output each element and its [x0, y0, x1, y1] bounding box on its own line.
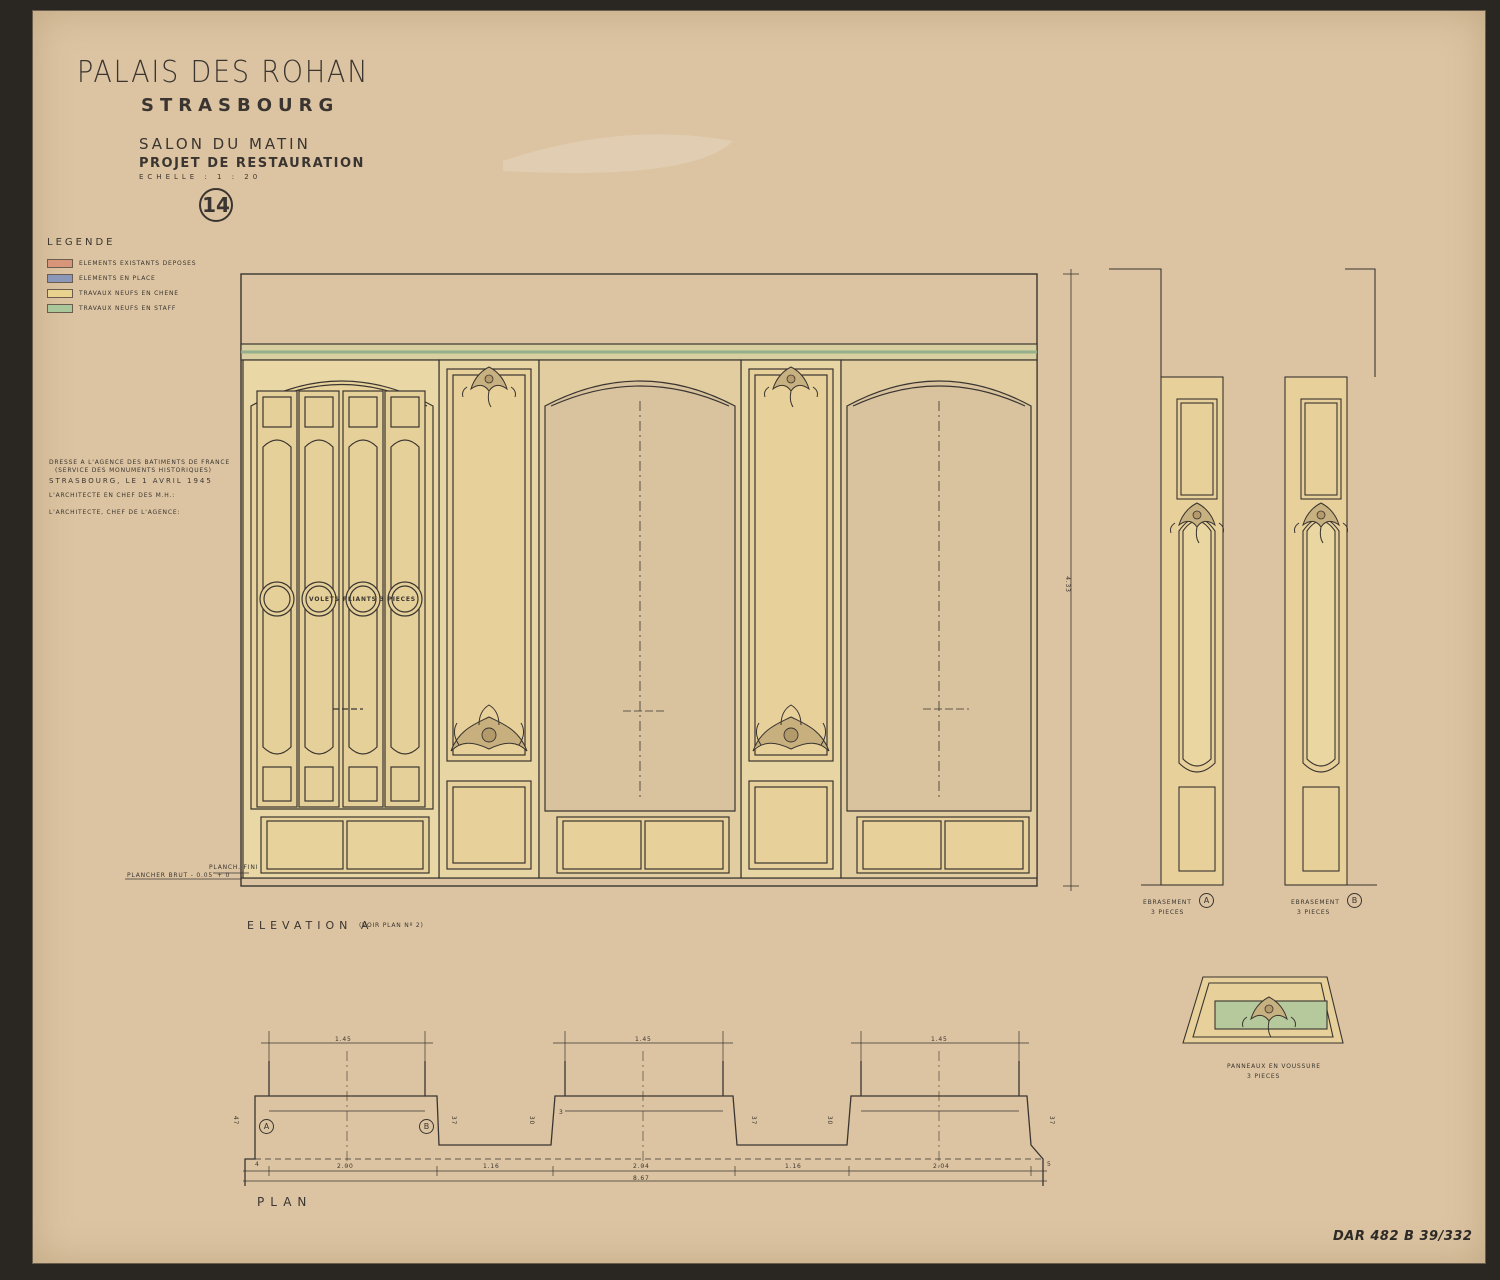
- sheet-number: 14: [202, 193, 230, 217]
- credits-line-2: (SERVICE DES MONUMENTS HISTORIQUES): [55, 467, 212, 474]
- plan-bottom-dim: 1.16: [483, 1163, 500, 1170]
- shutter-note: VOLETS PLIANTS 3 PIECES: [309, 596, 416, 603]
- legend-item-label: TRAVAUX NEUFS EN CHENE: [79, 290, 179, 297]
- legend-swatch: [47, 259, 73, 268]
- plan-mark-b: B: [419, 1119, 434, 1134]
- architectural-drawing: [125, 134, 1377, 1186]
- voussure-pieces: 3 PIECES: [1247, 1073, 1281, 1080]
- plan-bottom-dim: 2.04: [933, 1163, 950, 1170]
- voussure-label: PANNEAUX EN VOUSSURE: [1227, 1063, 1321, 1070]
- ebrasement-b-mark: B: [1347, 893, 1362, 908]
- plan-mark-a: A: [259, 1119, 274, 1134]
- legend-item-label: ELEMENTS EN PLACE: [79, 275, 156, 282]
- voussure-panel: [1182, 976, 1344, 1044]
- elevation-ref: (VOIR PLAN Nº 2): [359, 922, 424, 929]
- elevation-title: ELEVATION A: [247, 919, 374, 932]
- bay-1: [538, 359, 742, 879]
- plan-depth-dim: 47: [232, 1115, 240, 1126]
- legend-heading: LEGENDE: [47, 237, 116, 248]
- legend-item-label: ELEMENTS EXISTANTS DEPOSES: [79, 260, 197, 267]
- plan-small-dim: 4: [255, 1161, 260, 1168]
- ebrasement-a-label: EBRASEMENT: [1143, 899, 1192, 906]
- ebrasement-b: [1284, 268, 1377, 886]
- credits-line-5: L'ARCHITECTE, CHEF DE L'AGENCE:: [49, 509, 181, 516]
- ebrasement-b-pieces: 3 PIECES: [1297, 909, 1331, 916]
- plan-depth-dim: 37: [450, 1115, 458, 1126]
- plan-depth-dim: 37: [750, 1115, 758, 1126]
- ebrasement-a-mark: A: [1199, 893, 1214, 908]
- plan-bottom-dim: 2.00: [337, 1163, 354, 1170]
- plan-small-dim: 5: [1047, 1161, 1052, 1168]
- plan-total-dim: 8.67: [633, 1175, 650, 1182]
- credits-line-3: STRASBOURG, LE 1 AVRIL 1945: [49, 477, 213, 485]
- window-shutters: [242, 359, 440, 879]
- bay-2: [840, 359, 1038, 879]
- drawing-city: STRASBOURG: [141, 95, 340, 116]
- floor-finished-label: PLANCH. FINI: [209, 864, 259, 871]
- plan-bottom-dim: 2.04: [633, 1163, 650, 1170]
- credits-line-4: L'ARCHITECTE EN CHEF DES M.H.:: [49, 492, 176, 499]
- floor-finished-value: + 0: [217, 872, 231, 879]
- plan-depth-dim: 30: [826, 1115, 834, 1126]
- plan-bottom-dim: 1.16: [785, 1163, 802, 1170]
- ebrasement-a: [1109, 268, 1225, 886]
- plan-top-dim: 1.45: [635, 1036, 652, 1043]
- panel-pilaster-1: [438, 359, 540, 879]
- archive-reference: DAR 482 B 39/332: [1333, 1229, 1473, 1244]
- plan-top-dim: 1.45: [931, 1036, 948, 1043]
- height-dimension: 4.33: [1063, 576, 1071, 593]
- ebrasement-a-pieces: 3 PIECES: [1151, 909, 1185, 916]
- drawing-room: SALON DU MATIN: [139, 135, 311, 153]
- drawing-sheet: PALAIS DES ROHAN STRASBOURG SALON DU MAT…: [32, 10, 1486, 1264]
- plan-title: PLAN: [257, 1195, 313, 1209]
- drawing-scale: ECHELLE : 1 : 20: [139, 173, 262, 181]
- ebrasement-b-label: EBRASEMENT: [1291, 899, 1340, 906]
- legend-swatch: [47, 274, 73, 283]
- legend-swatch: [47, 304, 73, 313]
- drawing-project: PROJET DE RESTAURATION: [139, 156, 365, 171]
- plan-depth-dim: 30: [528, 1115, 536, 1126]
- plan-depth-dim: 37: [1048, 1115, 1056, 1126]
- drawing-title: PALAIS DES ROHAN: [77, 55, 370, 90]
- panel-pilaster-2: [740, 359, 842, 879]
- plan-view: [243, 1031, 1047, 1186]
- legend-swatch: [47, 289, 73, 298]
- floor-rough-label: PLANCHER BRUT - 0.05: [127, 872, 213, 879]
- credits-line-1: DRESSE A L'AGENCE DES BATIMENTS DE FRANC…: [49, 459, 230, 466]
- sheet-number-badge: 14: [199, 188, 233, 222]
- paper-smudge: [503, 134, 733, 173]
- elevation-a: [125, 269, 1079, 891]
- legend-item-label: TRAVAUX NEUFS EN STAFF: [79, 305, 177, 312]
- plan-top-dim: 1.45: [335, 1036, 352, 1043]
- plan-small-dim: 3: [559, 1109, 564, 1116]
